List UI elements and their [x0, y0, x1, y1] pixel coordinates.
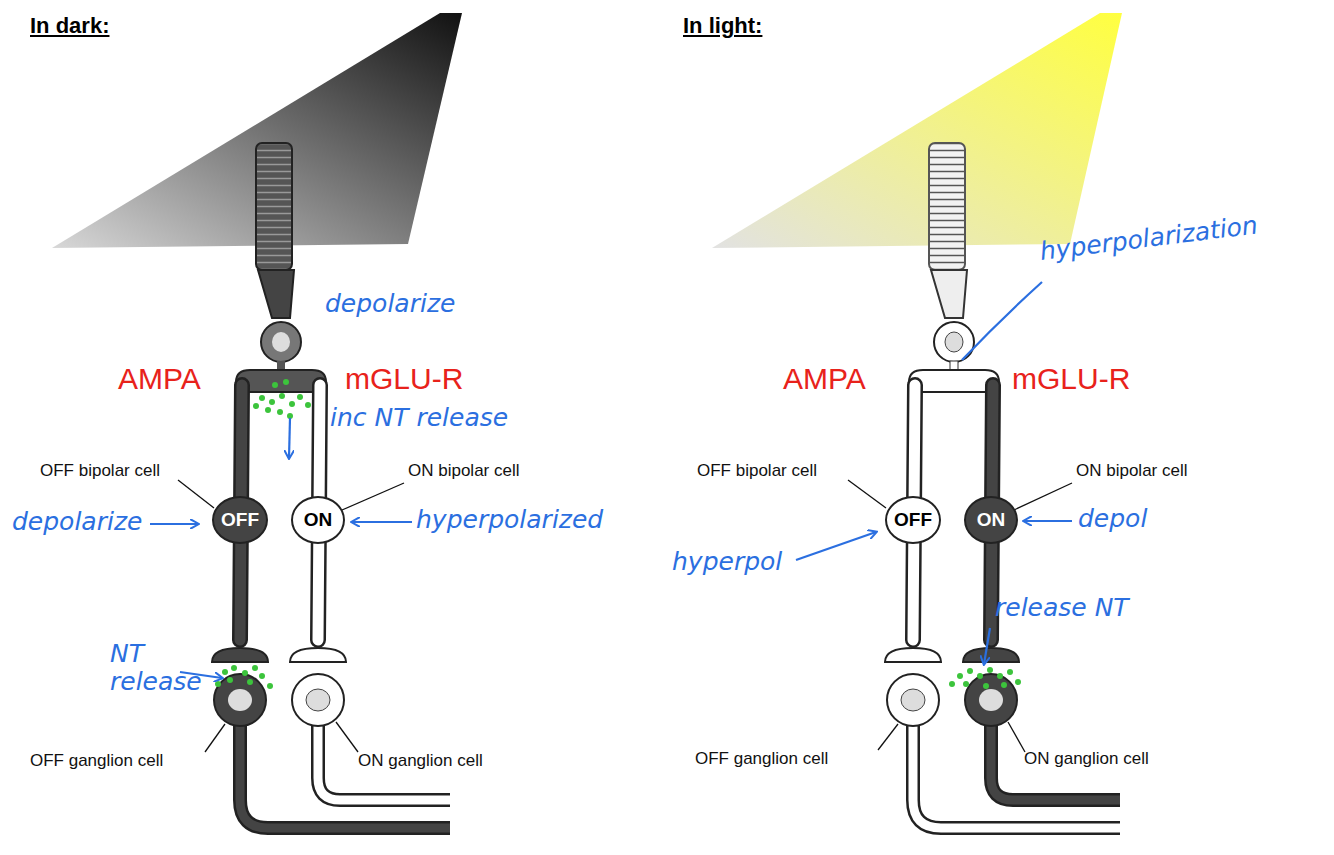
- cell-type-label: OFF: [894, 509, 932, 531]
- bipolar-soma: ON: [964, 496, 1018, 544]
- rod-light: [909, 143, 999, 392]
- cell-label: OFF bipolar cell: [40, 462, 160, 481]
- bipolar-soma: OFF: [212, 496, 268, 544]
- cell-type-label: ON: [977, 509, 1006, 531]
- neurotransmitter-dots: [949, 667, 1021, 689]
- receptor-label: AMPA: [118, 362, 201, 395]
- annotation: depolarize: [325, 290, 455, 318]
- annotation: depolarize: [12, 508, 142, 536]
- bipolar-dark: [212, 385, 346, 662]
- cell-label: ON bipolar cell: [1076, 462, 1188, 481]
- cell-label: ON ganglion cell: [358, 752, 483, 771]
- light-beam: [712, 13, 1122, 248]
- cell-label: OFF ganglion cell: [695, 750, 828, 769]
- cell-label: ON ganglion cell: [1024, 750, 1149, 769]
- receptor-label: AMPA: [783, 362, 866, 395]
- cell-label: OFF bipolar cell: [697, 462, 817, 481]
- cell-label: ON bipolar cell: [408, 462, 520, 481]
- cell-type-label: OFF: [221, 509, 259, 531]
- rod-dark: [236, 143, 326, 392]
- annotation: hyperpolarized: [416, 506, 603, 534]
- cell-type-label: ON: [304, 509, 333, 531]
- bipolar-soma: OFF: [885, 496, 941, 544]
- cell-label: OFF ganglion cell: [30, 752, 163, 771]
- panel-heading: In light:: [683, 14, 762, 38]
- ganglion-dark: [214, 674, 450, 828]
- receptor-label: mGLU-R: [1012, 362, 1130, 395]
- annotation: release NT: [995, 594, 1129, 622]
- annotation: NT release: [110, 640, 200, 695]
- annotation-arrows: [150, 418, 412, 678]
- panel-heading: In dark:: [30, 14, 109, 38]
- annotation: depol: [1078, 505, 1147, 533]
- receptor-label: mGLU-R: [345, 362, 463, 395]
- annotation: inc NT release: [330, 404, 508, 432]
- bipolar-soma: ON: [291, 496, 345, 544]
- leader-lines: [178, 480, 404, 752]
- annotation: hyperpol: [672, 548, 782, 576]
